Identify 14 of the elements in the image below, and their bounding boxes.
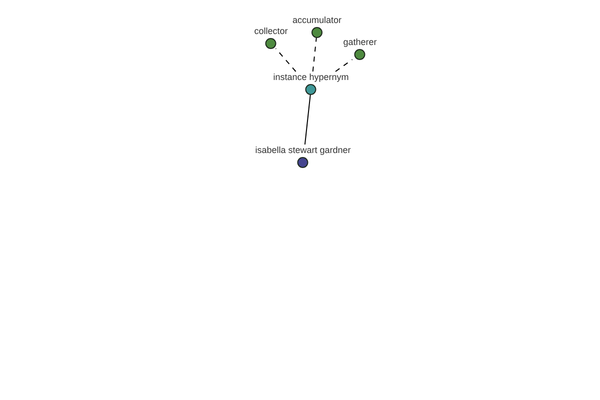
graph-node (255, 144, 351, 168)
connector-line (304, 94, 311, 145)
node-label: gatherer (343, 36, 377, 48)
node-label: instance hypernym (273, 72, 349, 82)
graph-node (292, 14, 342, 38)
node-label: collector (254, 26, 288, 36)
graph-node (343, 36, 377, 60)
graph-node (254, 26, 288, 48)
connector-line (312, 37, 317, 72)
graph-node (273, 72, 349, 94)
connector-line (275, 48, 296, 72)
node-label: accumulator (292, 14, 342, 26)
connector-line (335, 59, 353, 72)
node-label: isabella stewart gardner (255, 144, 351, 156)
